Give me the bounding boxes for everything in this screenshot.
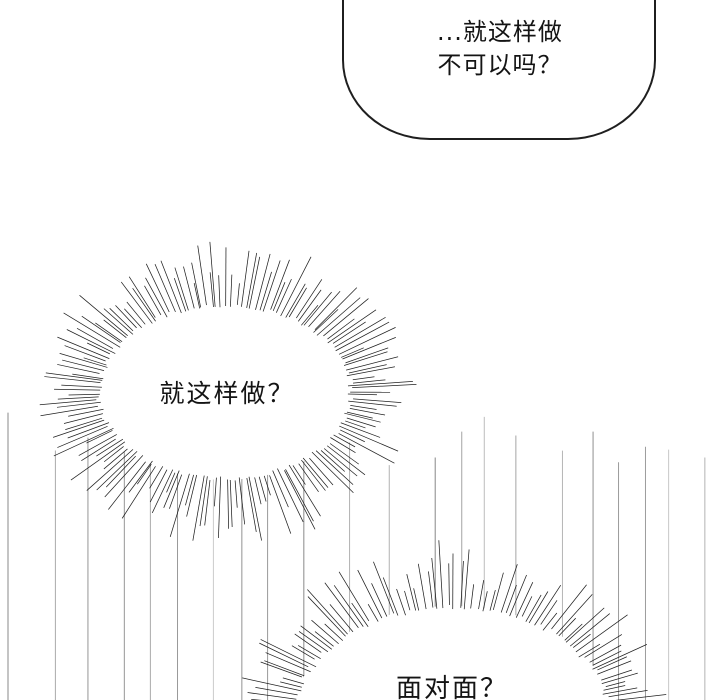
speech-bubble-top-text: ...就这样做 不可以吗？ — [379, 16, 621, 82]
burst-bubble — [39, 241, 417, 541]
burst-bubble-middle-text: 就这样做？ — [159, 379, 295, 408]
burst-bubble-bottom-text: 面对面？ — [395, 674, 508, 700]
speech-line: 不可以吗？ — [437, 51, 563, 79]
speech-line: ...就这样做 — [437, 18, 563, 46]
burst-bubble — [242, 540, 667, 700]
speech-bubble-top — [342, 0, 656, 140]
